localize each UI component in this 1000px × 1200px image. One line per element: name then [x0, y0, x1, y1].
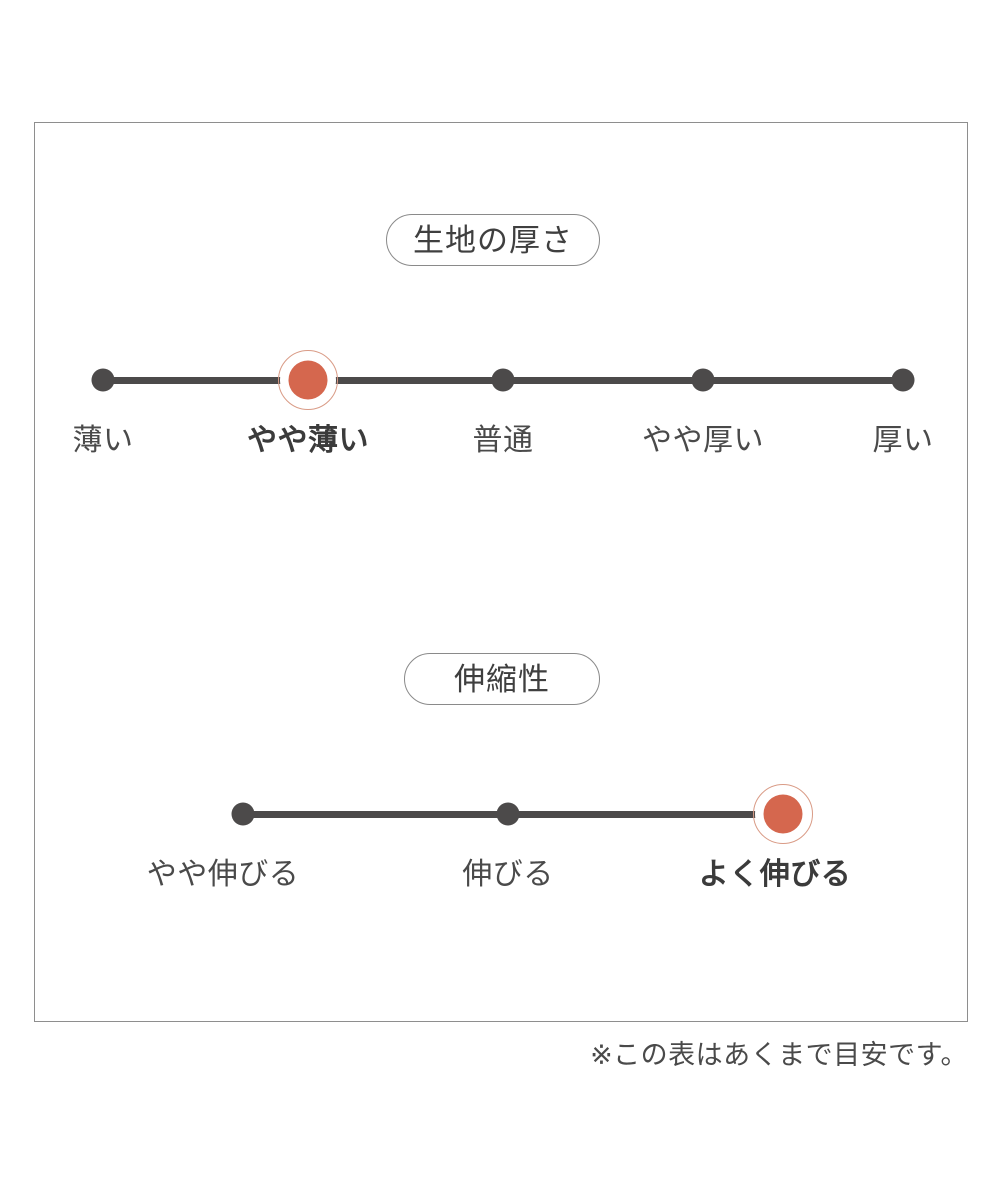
scale-dot — [491, 368, 515, 392]
thickness-label-2: 普通 — [472, 424, 534, 457]
stretch-label-2: よく伸びる — [698, 858, 852, 891]
scale-dot — [91, 368, 115, 392]
stretch-label-0: やや伸びる — [146, 858, 300, 891]
stretch-scale: やや伸びる 伸びる よく伸びる — [0, 752, 1000, 890]
stretch-title-row: 伸縮性 — [0, 653, 1000, 705]
thickness-label-3: やや厚い — [642, 424, 764, 457]
scale-dot-active — [288, 360, 328, 400]
footnote-disclaimer: ※この表はあくまで目安です。 — [590, 1040, 968, 1070]
stretch-label-1: 伸びる — [462, 858, 554, 891]
section-stretchiness: 伸縮性 — [0, 653, 1000, 705]
thickness-label-0: 薄い — [72, 424, 134, 457]
scale-dot-active — [763, 794, 803, 834]
scale-dot — [891, 368, 915, 392]
scale-dot — [691, 368, 715, 392]
section-fabric-thickness: 生地の厚さ — [0, 214, 1000, 266]
active-dot-ring — [753, 784, 813, 844]
thickness-label-4: 厚い — [872, 424, 934, 457]
thickness-title-row: 生地の厚さ — [0, 214, 1000, 266]
active-dot-ring — [278, 350, 338, 410]
chart-frame — [34, 122, 968, 1022]
thickness-label-1: やや薄い — [247, 424, 369, 457]
scale-dot — [231, 802, 255, 826]
thickness-title-pill: 生地の厚さ — [386, 214, 600, 266]
thickness-scale: 薄い やや薄い 普通 やや厚い 厚い — [0, 318, 1000, 456]
scale-dot — [496, 802, 520, 826]
stretch-title-pill: 伸縮性 — [404, 653, 600, 705]
